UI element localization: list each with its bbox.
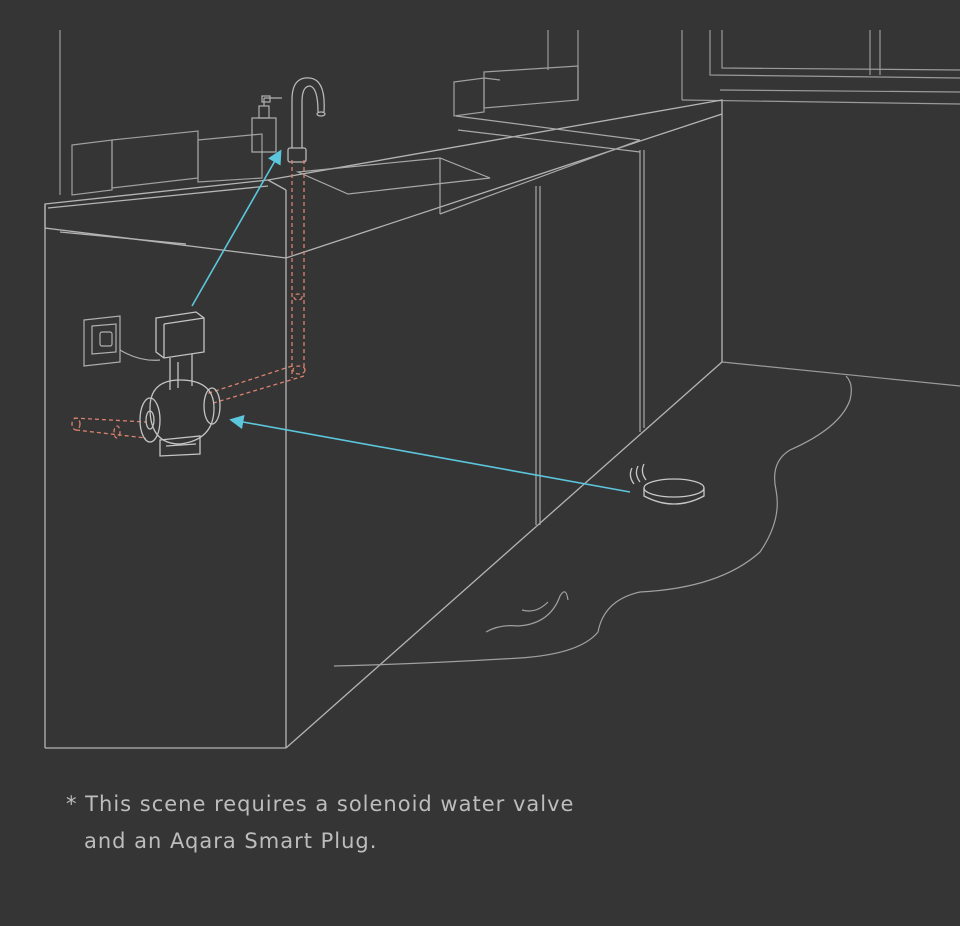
- countertop: [44, 99, 723, 749]
- signal-arrows: [191, 149, 631, 493]
- room-walls: [59, 30, 960, 387]
- footnote: * This scene requires a solenoid water v…: [66, 786, 574, 860]
- arrow-valve-to-faucet: [191, 149, 282, 307]
- smart-plug-icon: [83, 315, 161, 367]
- footnote-line-1: * This scene requires a solenoid water v…: [66, 792, 575, 816]
- back-items: [71, 65, 579, 196]
- solenoid-valve-icon: [139, 311, 221, 457]
- footnote-line-2: and an Aqara Smart Plug.: [84, 829, 378, 853]
- sink-and-cabinets: [295, 115, 645, 525]
- water-pipe-dashed: [71, 160, 306, 439]
- water-leak-sensor-icon: [629, 463, 705, 505]
- faucet-icon: [287, 77, 326, 163]
- arrow-sensor-to-valve: [229, 414, 631, 493]
- water-puddle: [333, 375, 852, 667]
- soap-dispenser-icon: [251, 95, 282, 153]
